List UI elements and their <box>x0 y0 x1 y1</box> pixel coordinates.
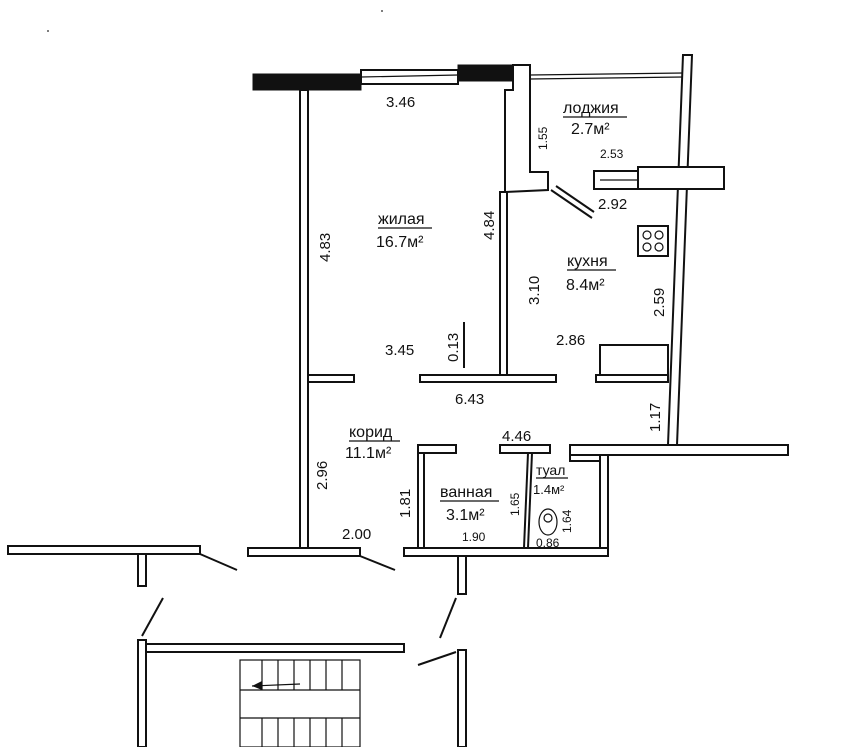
scan-speck <box>381 10 383 12</box>
stove-icon <box>637 225 669 257</box>
toilet-icon <box>538 508 558 536</box>
dim-living-left: 4.83 <box>317 233 334 262</box>
loggia-top-edge <box>529 72 684 76</box>
dim-bath-right: 1.65 <box>508 492 522 516</box>
toilet-bowl-icon <box>543 513 553 523</box>
hall-door-left <box>199 553 238 571</box>
toilet-name: туал <box>536 462 565 478</box>
dim-corridor-bottom: 2.00 <box>342 526 371 543</box>
toilet-right-wall <box>599 454 609 549</box>
kitchen-window-wall <box>637 166 725 190</box>
bath-bottom-wall <box>403 547 609 557</box>
dim-corridor-left: 2.96 <box>314 461 331 490</box>
kitchen-area: 8.4м² <box>566 277 605 294</box>
corridor-bottom-wall <box>247 547 361 557</box>
dim-living-right: 4.84 <box>481 211 498 240</box>
bath-toilet-partition <box>523 452 529 549</box>
kitchen-name: кухня <box>567 253 608 270</box>
hall-door-leaf-right <box>439 597 457 639</box>
kitchen-bottom-wall <box>595 374 669 383</box>
living-top-wall-left <box>252 73 362 91</box>
living-room-name: жилая <box>378 211 425 228</box>
dim-living-top: 3.46 <box>386 94 415 111</box>
bath-top-wall-left <box>417 444 457 454</box>
stair-top-wall <box>145 643 405 653</box>
burner-icon <box>642 242 652 252</box>
bath-toilet-partition-2 <box>527 452 533 549</box>
stair-right-wall <box>457 649 467 747</box>
loggia-name: лоджия <box>563 100 619 117</box>
dim-kitchen-bottom: 2.86 <box>556 332 585 349</box>
bath-left-wall <box>417 452 425 549</box>
stair-flight <box>239 659 361 747</box>
balcony-door-leaf <box>550 189 593 219</box>
burner-icon <box>654 242 664 252</box>
stair-steps <box>261 660 343 747</box>
dim-living-nook: 0.13 <box>445 333 462 362</box>
living-bottom-wall-left <box>307 374 355 383</box>
kitchen-lower-wall <box>569 444 789 456</box>
hall-wall-left <box>7 545 201 555</box>
dim-loggia-width: 2.53 <box>600 147 624 161</box>
burner-icon <box>642 230 652 240</box>
stair-door-leaf <box>417 651 457 666</box>
bathroom-name: ванная <box>440 484 492 501</box>
dim-bath-top: 4.46 <box>502 428 531 445</box>
arrow-head-icon <box>252 681 262 690</box>
toilet-area: 1.4м² <box>533 482 565 497</box>
dim-living-bottom: 3.45 <box>385 342 414 359</box>
living-room-area: 16.7м² <box>376 234 424 251</box>
hall-door-leaf-left <box>141 597 164 637</box>
dim-bath-left: 1.81 <box>397 489 414 518</box>
corridor-name: корид <box>349 424 393 441</box>
balcony-door-leaf-2 <box>555 185 595 213</box>
stair-left-wall <box>137 639 147 747</box>
living-bottom-wall-right <box>419 374 557 383</box>
dim-kitchen-lower-right: 1.17 <box>647 403 664 432</box>
dim-corridor-span: 6.43 <box>455 391 484 408</box>
bath-top-wall-mid <box>499 444 551 454</box>
burner-icon <box>654 230 664 240</box>
hall-pillar-left <box>137 553 147 587</box>
window-glass-line <box>360 74 459 78</box>
living-kitchen-partition <box>499 191 508 376</box>
loggia-area: 2.7м² <box>571 121 610 138</box>
dim-kitchen-left: 3.10 <box>526 276 543 305</box>
dim-kitchen-top: 2.92 <box>598 196 627 213</box>
bathroom-area: 3.1м² <box>446 507 485 524</box>
entry-door-leaf <box>359 555 396 571</box>
dim-kitchen-right: 2.59 <box>651 288 668 317</box>
right-outer-wall <box>666 54 694 446</box>
loggia-pillar <box>504 64 549 194</box>
kitchen-counter <box>599 344 669 376</box>
dim-toilet-right: 1.64 <box>560 509 574 533</box>
scan-speck <box>47 30 49 32</box>
dim-loggia-left: 1.55 <box>536 126 550 150</box>
corridor-area: 11.1м² <box>345 445 392 462</box>
dim-bath-bottom: 1.90 <box>462 530 486 544</box>
living-left-wall <box>299 89 309 549</box>
dim-toilet-bottom: 0.86 <box>536 536 560 550</box>
hall-pillar-right <box>457 555 467 595</box>
loggia-top-edge-inner <box>529 76 684 80</box>
